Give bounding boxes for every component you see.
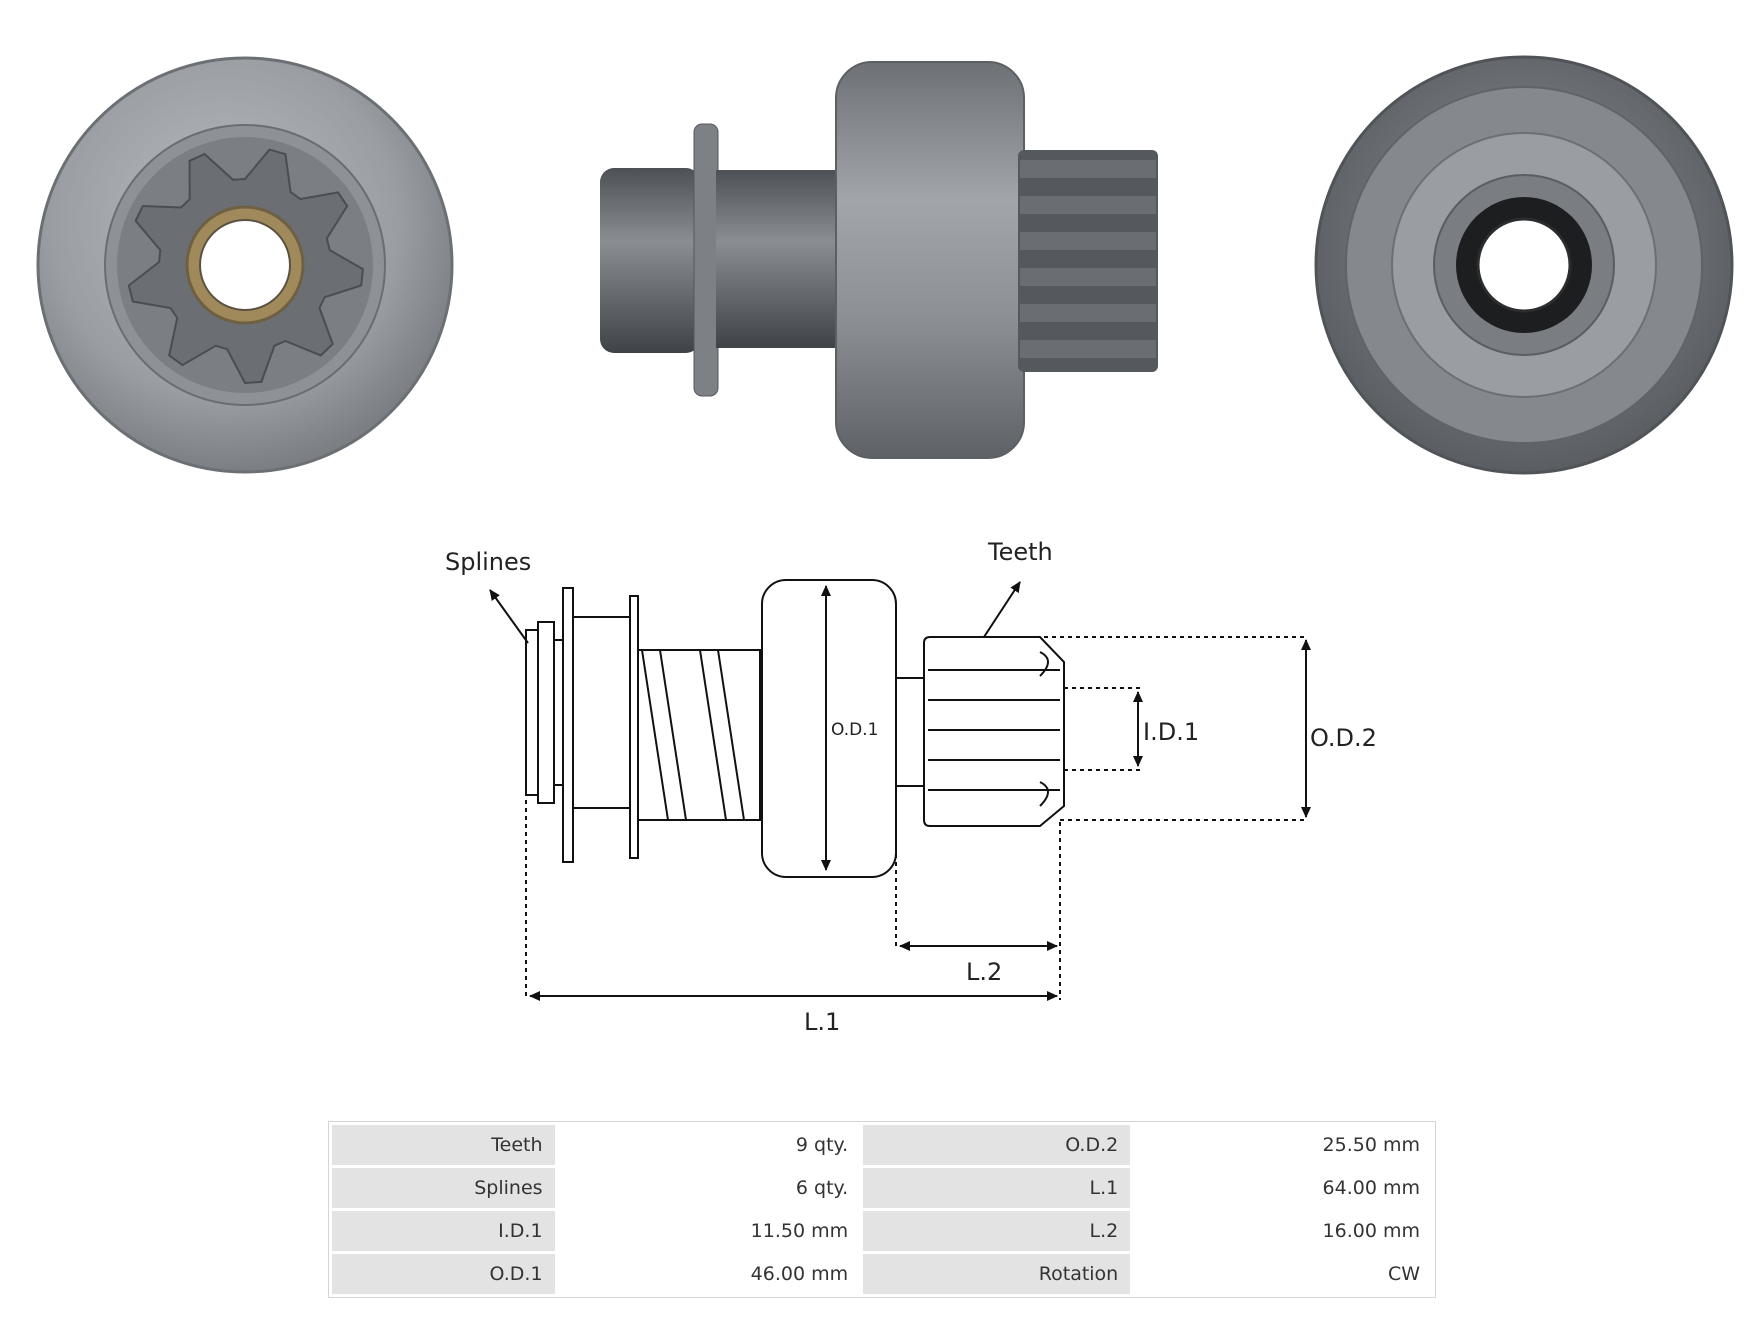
product-photos — [36, 55, 1734, 475]
spec-value: 6 qty. — [557, 1168, 861, 1208]
spec-value: CW — [1133, 1254, 1432, 1294]
spec-key: L.1 — [863, 1168, 1131, 1208]
spec-key: L.2 — [863, 1211, 1131, 1251]
table-row: Splines 6 qty. L.1 64.00 mm — [332, 1168, 1432, 1208]
drive-outline — [525, 579, 1065, 878]
spec-value: 25.50 mm — [1133, 1125, 1432, 1165]
pinion-teeth-lines — [1020, 160, 1156, 358]
spec-key: O.D.1 — [332, 1254, 555, 1294]
technical-drawing: Splines Teeth O.D.1 I.D.1 O.D.2 L.2 L.1 — [445, 538, 1377, 1036]
spec-value: 16.00 mm — [1133, 1211, 1432, 1251]
spec-value: 46.00 mm — [557, 1254, 861, 1294]
spec-key: Splines — [332, 1168, 555, 1208]
teeth-label: Teeth — [987, 538, 1053, 566]
pinion-tooth-lines — [928, 651, 1060, 807]
id1-label: I.D.1 — [1143, 718, 1199, 746]
splines-label: Splines — [445, 548, 531, 576]
spec-key: I.D.1 — [332, 1211, 555, 1251]
spec-key: Teeth — [332, 1125, 555, 1165]
splines-leader — [489, 589, 529, 644]
spec-value: 11.50 mm — [557, 1211, 861, 1251]
specs-table: Teeth 9 qty. O.D.2 25.50 mm Splines 6 qt… — [328, 1121, 1436, 1298]
spec-key: O.D.2 — [863, 1125, 1131, 1165]
l1-label: L.1 — [804, 1008, 840, 1036]
side-view-photo — [600, 61, 1158, 459]
od2-label: O.D.2 — [1310, 724, 1377, 752]
od1-label: O.D.1 — [831, 720, 878, 740]
table-row: O.D.1 46.00 mm Rotation CW — [332, 1254, 1432, 1294]
front-view-photo — [36, 56, 454, 474]
spec-value: 64.00 mm — [1133, 1168, 1432, 1208]
teeth-leader — [983, 581, 1021, 638]
l2-label: L.2 — [966, 958, 1002, 986]
table-row: I.D.1 11.50 mm L.2 16.00 mm — [332, 1211, 1432, 1251]
spec-value: 9 qty. — [557, 1125, 861, 1165]
rear-view-photo — [1314, 55, 1734, 475]
table-row: Teeth 9 qty. O.D.2 25.50 mm — [332, 1125, 1432, 1165]
spec-key: Rotation — [863, 1254, 1131, 1294]
